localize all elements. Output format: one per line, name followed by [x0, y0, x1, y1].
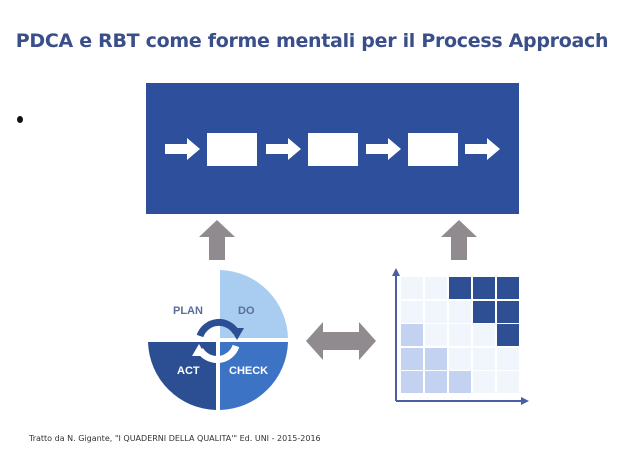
risk-matrix-cell: [473, 300, 495, 323]
risk-matrix-cell: [473, 371, 495, 393]
risk-matrix-cell: [401, 347, 423, 370]
risk-matrix-grid: [401, 277, 521, 395]
risk-matrix-cell: [425, 347, 447, 370]
flow-arrow-icon: [465, 138, 500, 160]
risk-matrix-cell: [449, 347, 471, 370]
flow-arrow-icon: [165, 138, 200, 160]
up-arrow-icon: [199, 220, 235, 260]
up-arrow-icon: [441, 220, 477, 260]
pdca-check-quadrant: [220, 342, 288, 410]
risk-matrix-cell: [473, 277, 495, 299]
risk-matrix-cell: [401, 277, 423, 299]
flow-arrow-icon: [266, 138, 301, 160]
pdca-label-check: CHECK: [229, 365, 269, 377]
risk-matrix-cell: [497, 324, 519, 346]
risk-matrix-cell: [473, 324, 495, 346]
risk-matrix-cell: [473, 347, 495, 370]
pdca-cycle-diagram: [148, 270, 288, 410]
pdca-label-plan: PLAN: [173, 305, 203, 317]
risk-matrix-cell: [425, 324, 447, 346]
risk-matrix-cell: [425, 300, 447, 323]
bullet-point: [17, 116, 23, 123]
risk-matrix-cell: [497, 347, 519, 370]
risk-matrix-cell: [401, 371, 423, 393]
pdca-label-act: ACT: [177, 365, 200, 377]
flow-arrow-icon: [366, 138, 401, 160]
risk-matrix-cell: [449, 300, 471, 323]
risk-matrix-cell: [449, 371, 471, 393]
risk-matrix-axes: [392, 268, 529, 405]
risk-matrix-cell: [497, 277, 519, 299]
process-step-box: [308, 133, 358, 166]
process-step-box: [408, 133, 458, 166]
pdca-act-quadrant: [148, 342, 216, 410]
risk-matrix-cell: [449, 277, 471, 299]
risk-matrix-cell: [497, 371, 519, 393]
risk-matrix-cell: [401, 300, 423, 323]
risk-matrix-cell: [425, 277, 447, 299]
pdca-do-quadrant: [220, 270, 288, 338]
slide-title: PDCA e RBT come forme mentali per il Pro…: [15, 30, 609, 52]
risk-matrix-cell: [401, 324, 423, 346]
pdca-label-do: DO: [238, 305, 255, 317]
risk-matrix-cell: [497, 300, 519, 323]
process-step-box: [207, 133, 257, 166]
risk-matrix-cell: [449, 324, 471, 346]
source-footer: Tratto da N. Gigante, "I QUADERNI DELLA …: [29, 434, 321, 443]
bidirectional-arrow-icon: [306, 322, 376, 360]
risk-matrix-cell: [425, 371, 447, 393]
